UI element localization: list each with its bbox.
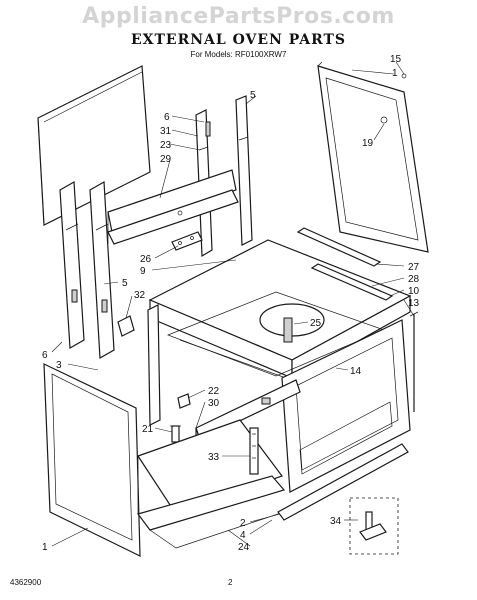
callout-labels: 15 1 5 6 31 23 29 19 26 9 27 28 10 13 5 … — [42, 54, 420, 553]
callout-13: 13 — [408, 298, 420, 309]
small-clip-22 — [177, 393, 191, 409]
callout-9: 9 — [140, 266, 146, 277]
callout-33: 33 — [208, 452, 220, 463]
callout-1-right: 1 — [392, 68, 398, 79]
callout-15: 15 — [390, 54, 402, 65]
callout-28: 28 — [408, 274, 420, 285]
callout-24: 24 — [238, 542, 250, 553]
callout-4: 4 — [240, 530, 246, 541]
callout-6-left: 6 — [42, 350, 48, 361]
kickplate-bar — [277, 443, 409, 521]
watermark: AppliancePartsPros.com — [82, 4, 395, 29]
model-subtitle: For Models: RF0100XRW7 — [190, 50, 287, 59]
callout-27: 27 — [408, 262, 420, 273]
front-frame — [147, 304, 161, 426]
callout-32: 32 — [134, 290, 146, 301]
callout-21: 21 — [142, 424, 154, 435]
callout-10: 10 — [408, 286, 420, 297]
clip-32 — [117, 315, 135, 337]
callout-5-left: 5 — [122, 278, 128, 289]
leveling-leg-21 — [170, 425, 181, 443]
bracket-26 — [171, 231, 203, 251]
callout-26: 26 — [140, 254, 152, 265]
callout-1-left: 1 — [42, 542, 48, 553]
right-side-panel — [317, 61, 429, 253]
callout-2: 2 — [240, 518, 246, 529]
upper-back-brace — [107, 169, 239, 245]
callout-5-top: 5 — [250, 90, 256, 101]
callout-14: 14 — [350, 366, 362, 377]
callout-29: 29 — [160, 154, 172, 165]
oven-door-frame — [281, 319, 411, 493]
callout-6-top: 6 — [164, 112, 170, 123]
vent-33 — [249, 427, 259, 475]
leader-lines — [51, 61, 415, 547]
callout-22: 22 — [208, 386, 220, 397]
top-panel — [148, 239, 412, 380]
fastener-15 — [401, 73, 407, 79]
detail-box-34 — [349, 497, 399, 555]
diagram-title: EXTERNAL OVEN PARTS — [130, 32, 347, 48]
support-rod-13 — [409, 311, 419, 412]
trim-strip-27 — [296, 227, 382, 267]
callout-30: 30 — [208, 398, 220, 409]
callout-23: 23 — [160, 140, 172, 151]
left-front-panel — [43, 363, 141, 557]
diagram-code: 4362900 — [10, 578, 42, 587]
base-pan — [136, 419, 291, 549]
trim-strip-28 — [310, 263, 394, 301]
left-side-frames — [59, 180, 115, 360]
callout-31: 31 — [160, 126, 172, 137]
callout-25: 25 — [310, 318, 322, 329]
callout-3: 3 — [56, 360, 62, 371]
back-panel — [37, 65, 151, 226]
page-number: 2 — [228, 578, 233, 587]
callout-19: 19 — [362, 138, 374, 149]
callout-34: 34 — [330, 516, 342, 527]
